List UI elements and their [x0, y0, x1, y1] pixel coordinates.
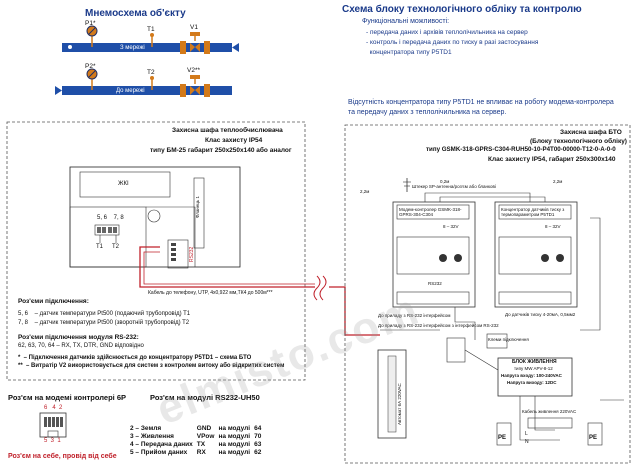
- connector-pins-top: 6 4 2: [44, 405, 63, 411]
- func-item-1: - передача даних і архівів тепло­лічильн…: [366, 29, 528, 36]
- row-where: на модулі: [218, 441, 251, 448]
- left-cabinet-title-1: Захисна шафа теплообчислювача: [172, 127, 283, 134]
- antenna-label: Штекер SP-антенна/роз'єм або бланкові: [412, 184, 496, 189]
- func-heading: Функціональні можливості:: [362, 18, 450, 25]
- concentrator-label: Концентратор датчиків тиску з термопарам…: [501, 207, 565, 217]
- connections-heading: Роз'єми підключення:: [18, 298, 89, 305]
- row-pin-power: 3 – Живлення: [130, 433, 174, 440]
- pressure-concentrator: [494, 201, 578, 308]
- modem-controller-label: Модем-контролер GSMK-318-GPRS-304-C304: [399, 207, 462, 217]
- rs232-heading: Роз'єми підключення модуля RS-232:: [18, 334, 139, 341]
- left-cabinet-title-3: типу БМ-25 габарит 250x250x140 або анало…: [150, 147, 292, 154]
- row-terminal: 63: [254, 441, 262, 448]
- label-t2: T2: [147, 69, 155, 76]
- rs232-pinout-line: 62, 63, 70, 64 – RX, TX, DTR, GND відпов…: [18, 343, 144, 349]
- table-row: 2 – Земля GND на модулі 64: [128, 425, 263, 433]
- func-item-3: концентратора типу P5TD1: [366, 49, 452, 56]
- row-where: на модулі: [218, 425, 251, 432]
- rs-module-heading: Роз'єм на модулі RS232-UH50: [150, 393, 260, 402]
- mnemo-title: Мнемосхема об'єкту: [85, 8, 186, 19]
- heat-meter-display-label: ЖКІ: [118, 181, 129, 187]
- pressure-sensors-label: До датчиків тиску 4-20мА, 0,5мм2: [505, 312, 576, 317]
- connection-line-1: 5, 6 – датчик температури Pt500 (подаючи…: [18, 311, 191, 317]
- row-signal-power: VPow: [196, 433, 215, 440]
- func-item-2: - контроль і передача даних по тиску в р…: [366, 39, 539, 46]
- left-cabinet-title-2: Клас захисту IP54: [205, 137, 263, 144]
- rs-module-table: 2 – Земля GND на модулі 64 3 – Живлення …: [128, 425, 263, 457]
- label-pe-right: PE: [589, 435, 598, 441]
- power-cable-label: Кабель живлення 220VAC: [522, 409, 577, 414]
- modem-connector-heading: Роз'єм на модемі контролері 6P: [8, 393, 127, 402]
- block-title: Схема блоку технологічного обліку та кон…: [342, 4, 582, 15]
- row-terminal: 62: [254, 449, 262, 456]
- power-block-title: БЛОК ЖИВЛЕННЯ: [512, 359, 557, 365]
- absence-note-1: Відсутність концентратора типу P5TD1 не …: [348, 99, 614, 106]
- connector-pins-bottom: 5 3 1: [44, 438, 61, 444]
- rs232-caption-2: До приладу з RS-232 інтерфейсом з інтерф…: [378, 323, 499, 328]
- power-block-output: Напруга виходу: 12DC: [507, 380, 557, 385]
- table-row: 3 – Живлення VPow на модулі 70: [128, 433, 263, 441]
- row-where: на модулі: [218, 433, 251, 440]
- row-signal-tx: TX: [196, 441, 206, 448]
- sensor-pin-numbers: 5, 6 7, 8: [97, 215, 124, 221]
- footnote-1: * – Підключення датчиків здійснюється до…: [18, 355, 252, 361]
- right-cabinet-title-2: (Блоку технологічного обліку): [530, 138, 627, 145]
- terminal-label: Фланець 1: [195, 195, 200, 218]
- rs232-tag: RS232: [428, 281, 442, 286]
- label-pe-left: PE: [498, 435, 507, 441]
- label-n: N: [525, 439, 529, 445]
- right-cabinet-title-1: Захисна шафа БТО: [560, 129, 622, 136]
- row-terminal: 64: [254, 425, 262, 432]
- label-p2: P2*: [85, 63, 96, 70]
- label-flow-supply: З мережі: [120, 45, 145, 51]
- wire-length-2: 0,2м: [440, 179, 450, 184]
- label-l: L: [525, 431, 528, 437]
- table-row: 4 – Передача даних TX на модулі 63: [128, 441, 263, 449]
- label-v1: V1: [190, 24, 198, 31]
- left-cabinet-border: [6, 121, 306, 381]
- row-terminal: 70: [254, 433, 262, 440]
- row-where: на модулі: [218, 449, 251, 456]
- wire-length-3: 2,2м: [360, 189, 370, 194]
- row-pin-tx: 4 – Передача даних: [130, 441, 193, 448]
- breaker-label: Автомат 6А 220VAC: [397, 383, 402, 425]
- phone-cable-label: Кабель до телефону, UTP, 4х0,922 мм,ТК4 …: [148, 290, 273, 296]
- label-p1: P1*: [85, 20, 96, 27]
- label-t1: T1: [147, 26, 155, 33]
- supply-pipe: [62, 43, 232, 52]
- power-block-subtitle: типу MW APV-8-12: [514, 366, 553, 371]
- label-flow-return: До мережі: [116, 88, 145, 94]
- modem-power-label: 8 – 32V: [443, 224, 459, 229]
- right-cabinet-border: [344, 124, 631, 464]
- rs232-module-label: RS232: [189, 246, 195, 262]
- modem-controller: [392, 201, 476, 308]
- power-block-input: Напруга входу: 100-240VAC: [501, 373, 562, 378]
- terminal-block-label: Клеми підключення: [488, 337, 529, 342]
- label-v2: V2**: [187, 67, 201, 74]
- absence-note-2: та передачу даних з теплолічильника на с…: [348, 109, 507, 116]
- connector-caption: Роз'єм на себе, провід від себе: [8, 453, 117, 460]
- rs232-caption: До приладу з RS-232 інтерфейсом: [378, 313, 451, 318]
- row-signal-rx: RX: [196, 449, 206, 456]
- concentrator-power-label: 8 – 32V: [545, 224, 561, 229]
- mnemo-pipes: [55, 25, 239, 97]
- table-row: 5 – Прийом даних RX на модулі 62: [128, 449, 263, 457]
- row-pin-rx: 5 – Прийом даних: [130, 449, 188, 456]
- connection-line-2: 7, 8 – датчик температури Pt500 (зворотн…: [18, 320, 190, 326]
- row-signal-ground: GND: [196, 425, 212, 432]
- right-cabinet-title-3: типу GSMK-318-GPRS-C304-RUH50-10-P4T00-0…: [426, 146, 616, 153]
- sensor-t1-label: T1: [96, 244, 104, 250]
- right-cabinet-title-4: Клас захисту IP54, габарит 250x300x140: [488, 156, 616, 163]
- sensor-t2-label: T2: [112, 244, 120, 250]
- return-pipe: [62, 86, 232, 95]
- phone-cable: [139, 246, 315, 288]
- wire-length-1: 2,2м: [553, 179, 563, 184]
- footnote-2: ** – Витратір V2 використовується для си…: [18, 363, 285, 369]
- row-pin-ground: 2 – Земля: [130, 425, 162, 432]
